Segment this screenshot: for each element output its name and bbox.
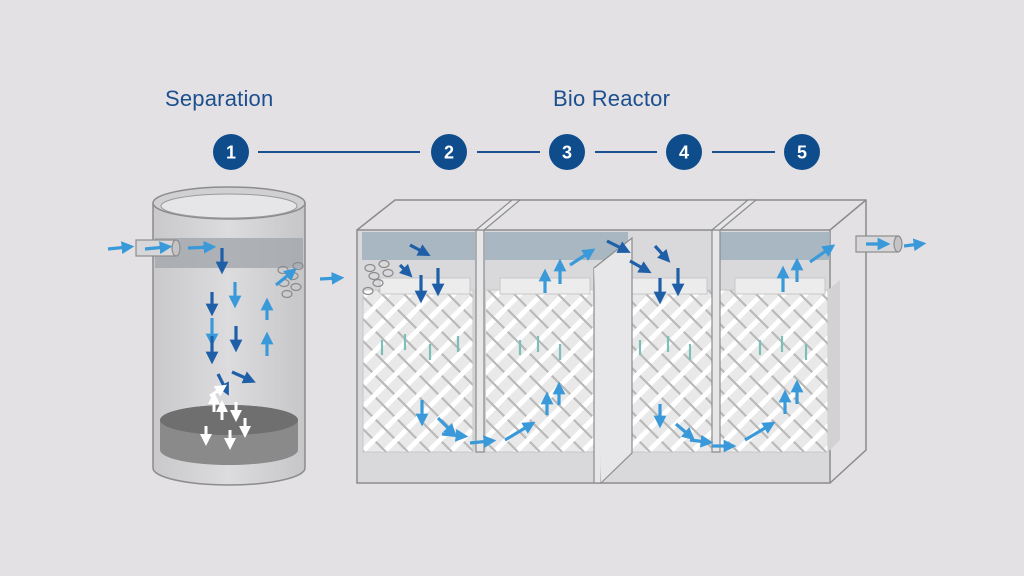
entry-holes: [362, 259, 394, 296]
bio-media-blocks: [362, 277, 840, 453]
sludge-arrow-icon: [209, 384, 227, 398]
step-number: 5: [797, 143, 807, 163]
bio-reactor-label: Bio Reactor: [553, 86, 671, 111]
flow-arrow-icon: [809, 244, 836, 264]
flow-arrow-icon: [319, 271, 345, 285]
flow-arrow-icon: [187, 240, 217, 254]
separation-tank: [135, 186, 306, 486]
flow-arrow-icon: [436, 416, 457, 437]
flow-arrow-icon: [409, 243, 431, 257]
flow-arrow-icon: [441, 428, 469, 442]
step-number: 2: [444, 143, 454, 163]
flow-arrow-icon: [504, 421, 536, 442]
step-number: 4: [679, 143, 689, 163]
step-number: 1: [226, 143, 236, 163]
step-marker-2: 2: [431, 134, 467, 170]
flow-arrow-icon: [903, 238, 927, 252]
flow-arrow-icon: [398, 263, 413, 278]
flow-arrow-icon: [469, 435, 497, 449]
flow-arrow-icon: [274, 267, 297, 287]
flow-arrow-icon: [653, 244, 671, 263]
step-timeline: 1 2 3 4 5: [213, 134, 820, 170]
flow-arrow-icon: [744, 421, 776, 442]
flow-arrow-icon: [107, 241, 135, 255]
step-marker-1: 1: [213, 134, 249, 170]
bio-reactor-tank: [356, 199, 903, 484]
step-marker-5: 5: [784, 134, 820, 170]
step-marker-3: 3: [549, 134, 585, 170]
flow-arrow-icon: [144, 241, 173, 254]
flow-arrow-icon: [569, 248, 596, 267]
flow-arrow-icon: [674, 422, 695, 441]
flow-arrows: [107, 237, 927, 453]
step-marker-4: 4: [666, 134, 702, 170]
baffles: [474, 199, 758, 484]
flow-arrow-icon: [231, 370, 256, 384]
separation-label: Separation: [165, 86, 274, 111]
flow-arrow-icon: [689, 434, 714, 448]
flow-arrow-icon: [606, 239, 631, 253]
flow-arrow-icon: [629, 259, 652, 274]
step-number: 3: [562, 143, 572, 163]
